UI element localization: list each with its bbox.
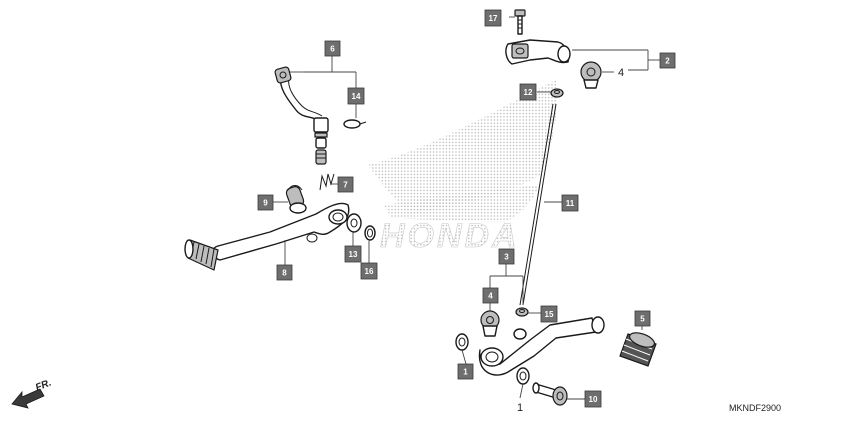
svg-text:10: 10	[589, 395, 598, 404]
part-5-peg-rubber	[619, 332, 657, 367]
svg-text:1: 1	[517, 402, 523, 414]
callout-5: 5	[634, 310, 651, 327]
diagram-code: MKNDF2900	[729, 403, 781, 413]
part-6-shift-rod	[274, 66, 329, 165]
callout-16: 16	[360, 262, 378, 280]
front-arrow-label: FR.	[34, 378, 53, 394]
callout-14: 14	[347, 87, 365, 105]
svg-text:2: 2	[665, 57, 670, 66]
callout-4: 4	[618, 67, 624, 79]
callout-17: 17	[484, 9, 502, 27]
part-15-nut	[515, 307, 529, 317]
svg-text:9: 9	[263, 199, 268, 208]
callout-13: 13	[344, 245, 362, 263]
callout-9: 9	[257, 194, 274, 211]
svg-text:11: 11	[566, 199, 575, 208]
callout-4-lower: 4	[482, 287, 499, 304]
front-arrow-icon	[11, 388, 45, 409]
part-9-pivot-collar	[285, 185, 307, 214]
part-4-lower-ball-joint	[480, 310, 500, 337]
callout-11: 11	[561, 194, 579, 212]
svg-text:17: 17	[489, 14, 498, 23]
callout-8: 8	[276, 264, 293, 281]
svg-text:16: 16	[365, 267, 374, 276]
callout-1: 1	[457, 363, 474, 380]
front-arrow: FR.	[11, 378, 53, 409]
part-16-circlip	[364, 225, 376, 241]
svg-text:4: 4	[618, 67, 624, 79]
svg-text:5: 5	[640, 315, 645, 324]
svg-text:8: 8	[282, 269, 287, 278]
svg-text:13: 13	[349, 250, 358, 259]
part-1-circlip-right	[516, 367, 530, 385]
svg-text:1: 1	[463, 368, 468, 377]
callout-3: 3	[498, 248, 515, 265]
svg-text:14: 14	[352, 92, 361, 101]
svg-text:6: 6	[330, 45, 335, 54]
svg-text:3: 3	[504, 253, 509, 262]
part-10-pivot-bolt	[532, 382, 568, 406]
svg-text:12: 12	[524, 88, 533, 97]
callout-15: 15	[540, 305, 558, 323]
honda-wing-lower-icon	[383, 185, 540, 222]
callout-6: 6	[324, 40, 341, 57]
part-2-shift-arm	[505, 39, 571, 65]
part-12-nut	[550, 88, 564, 98]
part-11-tie-rod	[519, 103, 557, 306]
svg-text:4: 4	[488, 292, 493, 301]
svg-text:7: 7	[343, 181, 348, 190]
watermark-text: HONDA	[380, 217, 520, 255]
part-17-bolt	[514, 9, 526, 35]
callout-7: 7	[337, 176, 354, 193]
callout-2: 2	[659, 52, 676, 69]
leader-lines	[273, 16, 660, 400]
callout-1-plain: 1	[517, 402, 523, 414]
part-14-clip	[343, 119, 367, 129]
callout-10: 10	[584, 390, 602, 408]
part-13-washer	[346, 213, 362, 233]
honda-watermark: HONDA	[368, 80, 558, 255]
part-3-step-arm	[478, 316, 605, 376]
callout-12: 12	[519, 83, 537, 101]
part-8-gear-pedal	[184, 202, 350, 271]
honda-wing-icon	[368, 80, 558, 215]
part-7-spring	[319, 173, 335, 191]
svg-text:15: 15	[545, 310, 554, 319]
part-4-ball-joint	[580, 61, 602, 89]
part-1-circlip-left	[455, 333, 469, 351]
